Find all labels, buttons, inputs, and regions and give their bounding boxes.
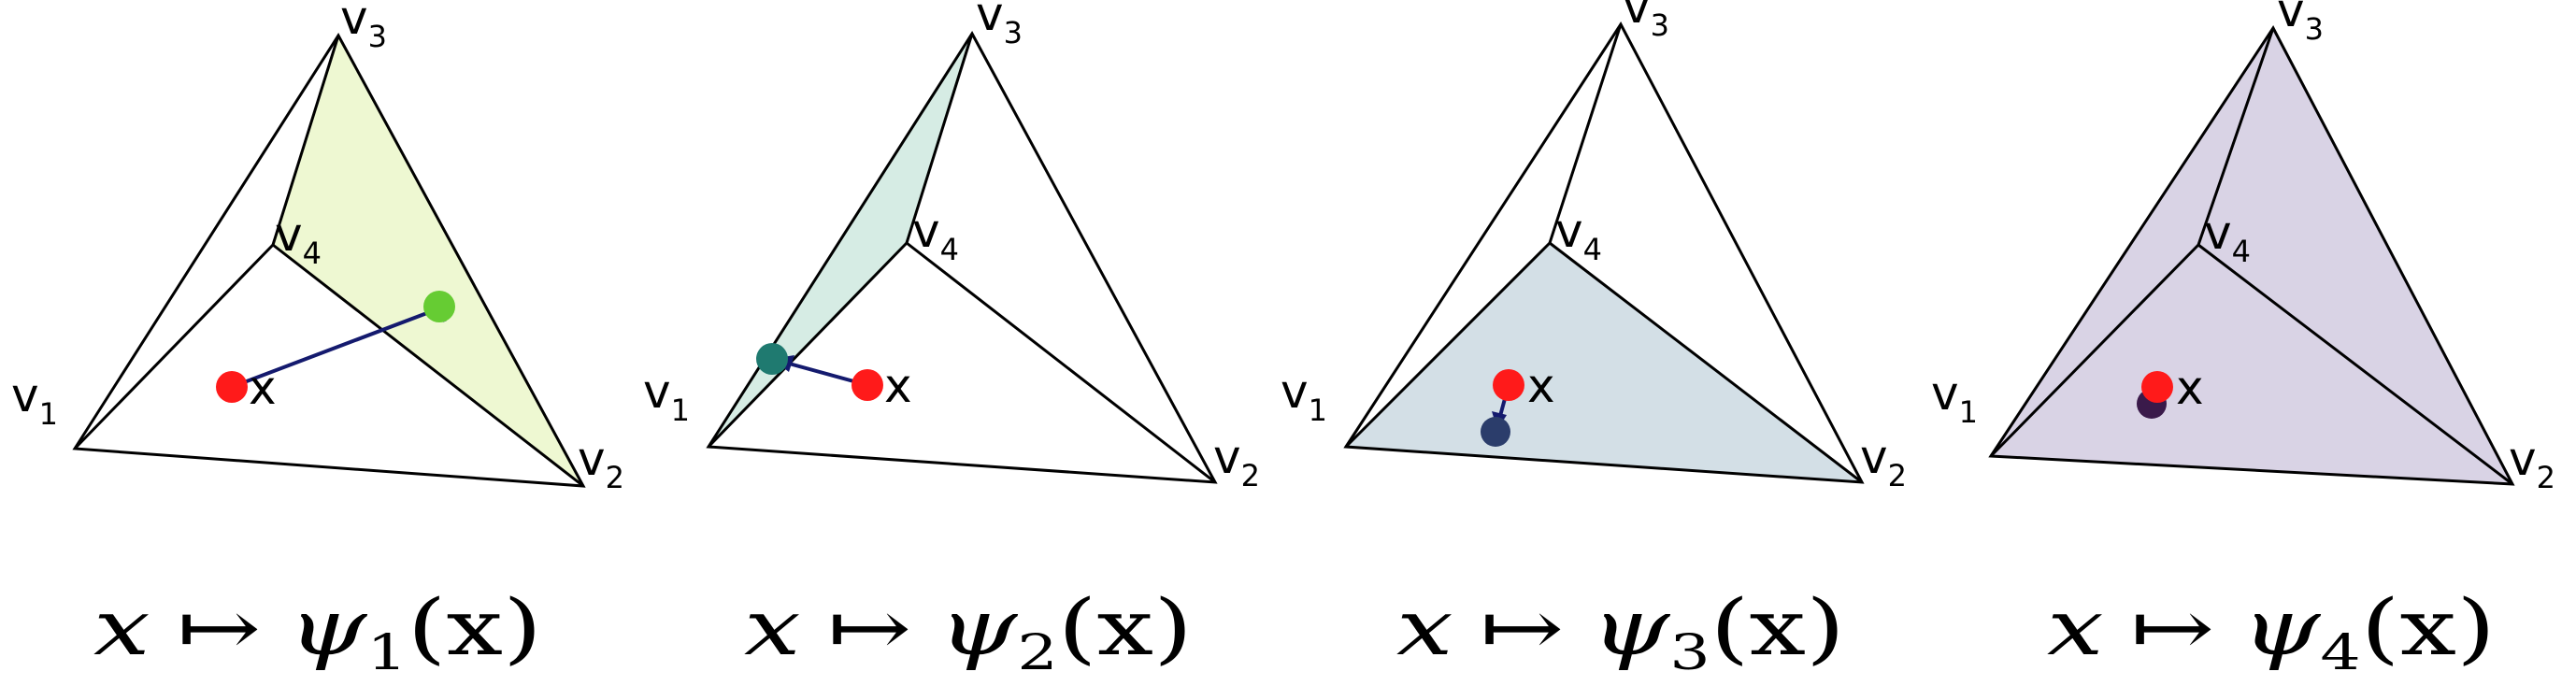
panel-1: v1 v2 v3 v4 x <box>11 0 624 495</box>
edge-v4-v2 <box>1549 241 1863 484</box>
label-v2: v2 <box>578 432 624 495</box>
label-v3: v3 <box>2277 0 2324 47</box>
panel-2: v1 v2 v3 v4 x <box>643 0 1260 493</box>
label-v4: v4 <box>912 204 959 267</box>
label-v4: v4 <box>1555 204 1602 267</box>
label-v3: v3 <box>340 0 387 54</box>
tetra-outline <box>706 31 1218 484</box>
label-v4: v4 <box>275 207 322 271</box>
panel-4: v1 v2 v3 v4 x <box>1931 0 2555 495</box>
edge-v1-v4 <box>707 241 909 449</box>
panel-3: v1 v2 v3 v4 x <box>1281 0 1907 493</box>
label-v1: v1 <box>1931 366 1978 430</box>
projected-point <box>423 291 455 322</box>
face-v2-v3-v4-highlight <box>273 36 583 486</box>
tetra-outline <box>72 33 586 488</box>
point-x <box>2141 371 2173 403</box>
projection-arrow <box>231 307 440 389</box>
point-x <box>1493 369 1524 401</box>
projected-point <box>1481 417 1510 447</box>
label-v3: v3 <box>1623 0 1669 43</box>
label-v4: v4 <box>2204 206 2251 269</box>
tetra-outline <box>1988 25 2515 486</box>
label-x: x <box>2176 361 2204 415</box>
label-x: x <box>1527 359 1555 413</box>
edge-v1-v4 <box>1344 241 1552 449</box>
tetra-outline <box>1343 21 1865 484</box>
projected-point <box>756 343 788 375</box>
edge-v4-v2 <box>2197 243 2513 486</box>
edge-v1-v4 <box>1989 243 2200 458</box>
label-v3: v3 <box>976 0 1023 50</box>
edge-v3-v4 <box>905 33 974 244</box>
label-v1: v1 <box>11 368 58 432</box>
label-v1: v1 <box>643 364 690 428</box>
edge-v3-v4 <box>1548 23 1623 244</box>
point-x <box>216 371 248 403</box>
label-x: x <box>249 361 277 415</box>
label-v1: v1 <box>1281 364 1327 428</box>
label-v2: v2 <box>1860 430 1907 493</box>
label-x: x <box>884 359 912 413</box>
face-v1-v2-v4-highlight <box>1346 243 1862 482</box>
label-v2: v2 <box>2509 432 2555 495</box>
point-x <box>852 369 883 401</box>
edge-v3-v4 <box>2197 27 2275 246</box>
face-v1-v2-v3-highlight <box>1991 28 2512 484</box>
label-v2: v2 <box>1213 430 1260 493</box>
edge-v4-v2 <box>906 241 1216 484</box>
edge-v1-v4 <box>73 243 275 450</box>
edge-v3-v4 <box>271 35 340 246</box>
edge-v4-v2 <box>272 243 584 488</box>
